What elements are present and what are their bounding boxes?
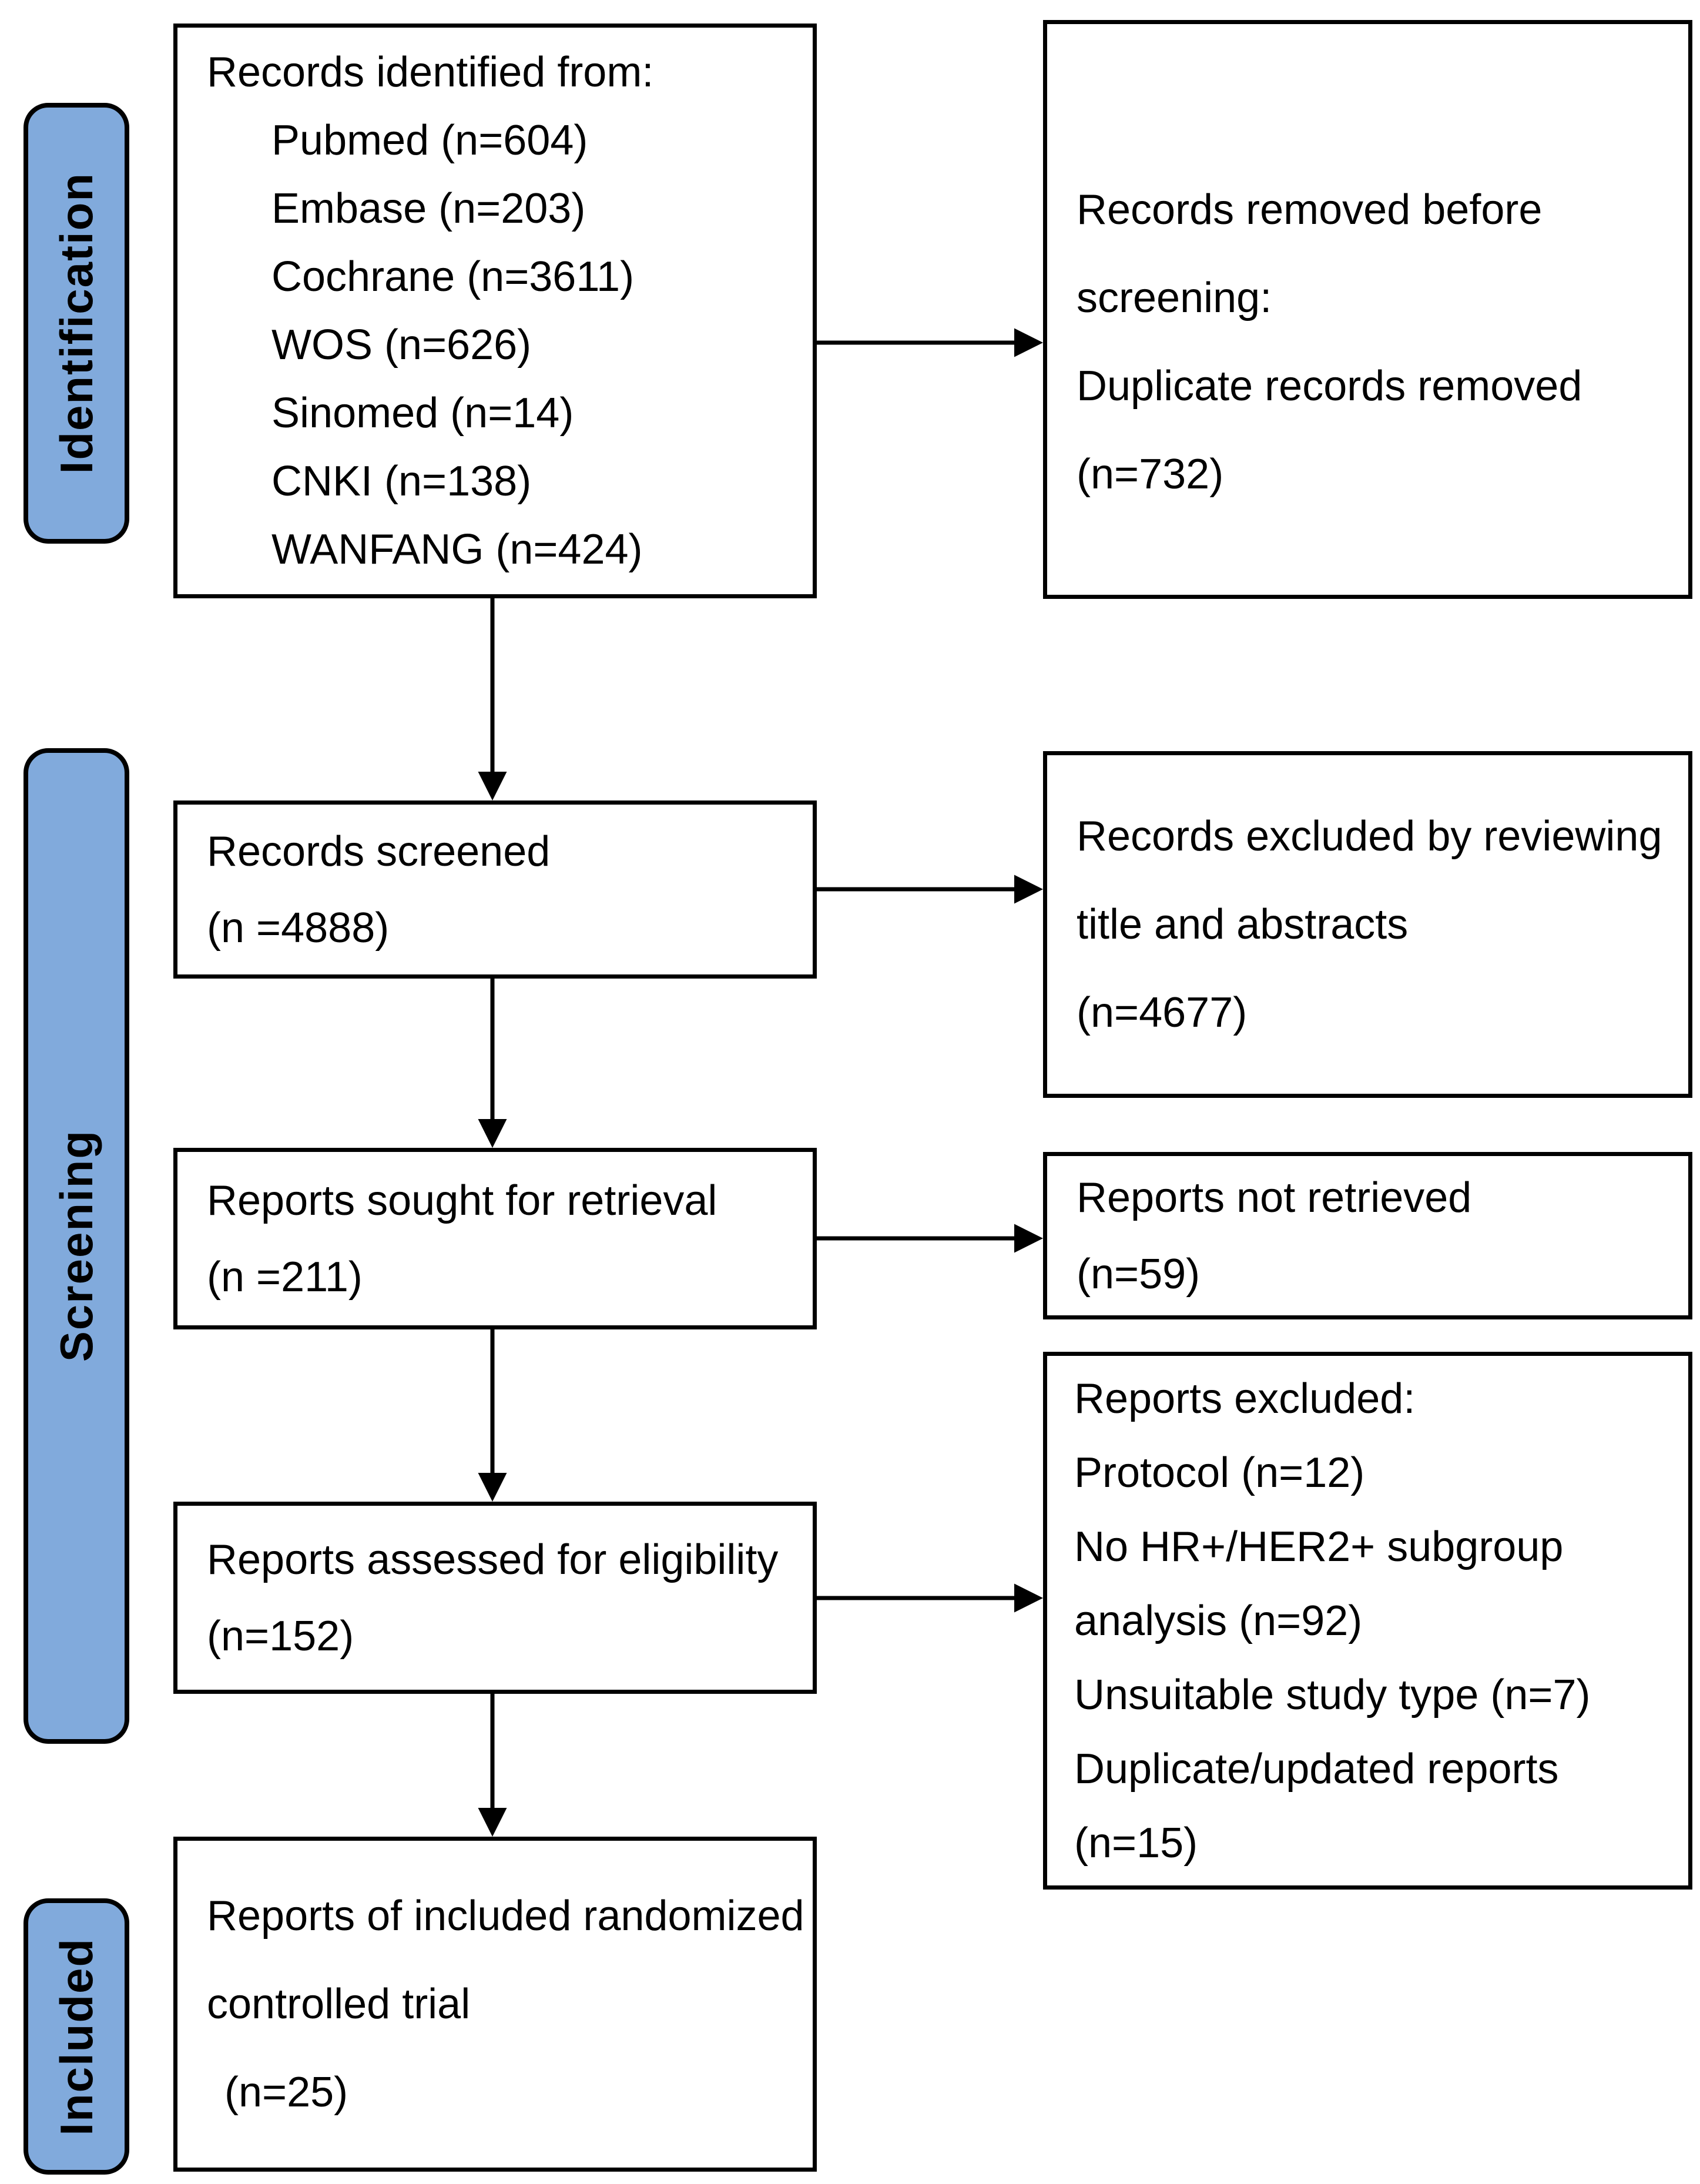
stage-label-text: Screening xyxy=(50,1130,102,1362)
reports-not-retrieved-box: Reports not retrieved (n=59) xyxy=(1043,1152,1692,1319)
reports-sought-box: Reports sought for retrieval (n =211) xyxy=(173,1148,817,1329)
exclusion-item: Duplicate/updated reports xyxy=(1074,1745,1559,1793)
records-screened-box: Records screened (n =4888) xyxy=(173,800,817,979)
box-line: (n=25) xyxy=(224,2069,348,2116)
box-line: Reports not retrieved xyxy=(1077,1174,1472,1221)
records-excluded-box: Records excluded by reviewing title and … xyxy=(1043,751,1692,1098)
box-line: Records screened xyxy=(207,828,551,875)
records-removed-box: Records removed before screening: Duplic… xyxy=(1043,20,1692,599)
box-line: (n=59) xyxy=(1077,1250,1201,1298)
box-line: Reports assessed for eligibility xyxy=(207,1536,779,1583)
source-item: WANFANG (n=424) xyxy=(271,526,643,573)
reports-assessed-box: Reports assessed for eligibility (n=152) xyxy=(173,1502,817,1694)
box-line: Records removed before xyxy=(1077,186,1543,233)
stage-label-identification: Identification xyxy=(24,103,129,544)
exclusion-item: Unsuitable study type (n=7) xyxy=(1074,1671,1591,1719)
source-item: WOS (n=626) xyxy=(271,321,532,369)
stage-label-included: Included xyxy=(24,1898,129,2175)
box-title: Records identified from: xyxy=(207,49,654,96)
exclusion-item: analysis (n=92) xyxy=(1074,1597,1363,1644)
box-line: Reports sought for retrieval xyxy=(207,1177,717,1224)
source-item: Pubmed (n=604) xyxy=(271,117,588,164)
exclusion-item: No HR+/HER2+ subgroup xyxy=(1074,1523,1564,1570)
box-title: Reports excluded: xyxy=(1074,1375,1416,1422)
stage-label-text: Included xyxy=(50,1937,102,2136)
box-line: Reports of included randomized xyxy=(207,1892,804,1940)
box-line: Records excluded by reviewing xyxy=(1077,813,1662,860)
box-line: Duplicate records removed xyxy=(1077,362,1582,410)
box-line: (n=4677) xyxy=(1077,989,1248,1036)
source-item: Sinomed (n=14) xyxy=(271,390,574,437)
box-line: (n=152) xyxy=(207,1612,354,1660)
source-item: Cochrane (n=3611) xyxy=(271,253,635,300)
exclusion-item: Protocol (n=12) xyxy=(1074,1449,1365,1496)
source-item: Embase (n=203) xyxy=(271,185,586,232)
records-identified-box: Records identified from: Pubmed (n=604) … xyxy=(173,24,817,598)
source-item: CNKI (n=138) xyxy=(271,458,532,505)
exclusion-item: (n=15) xyxy=(1074,1819,1198,1867)
box-line: screening: xyxy=(1077,274,1272,321)
box-line: (n =211) xyxy=(207,1253,363,1301)
box-line: title and abstracts xyxy=(1077,901,1409,948)
box-line: controlled trial xyxy=(207,1981,471,2028)
included-reports-box: Reports of included randomized controlle… xyxy=(173,1837,817,2172)
box-line: (n=732) xyxy=(1077,450,1224,498)
stage-label-text: Identification xyxy=(50,172,102,474)
box-line: (n =4888) xyxy=(207,904,390,952)
stage-label-screening: Screening xyxy=(24,748,129,1744)
reports-excluded-box: Reports excluded: Protocol (n=12) No HR+… xyxy=(1043,1352,1692,1890)
